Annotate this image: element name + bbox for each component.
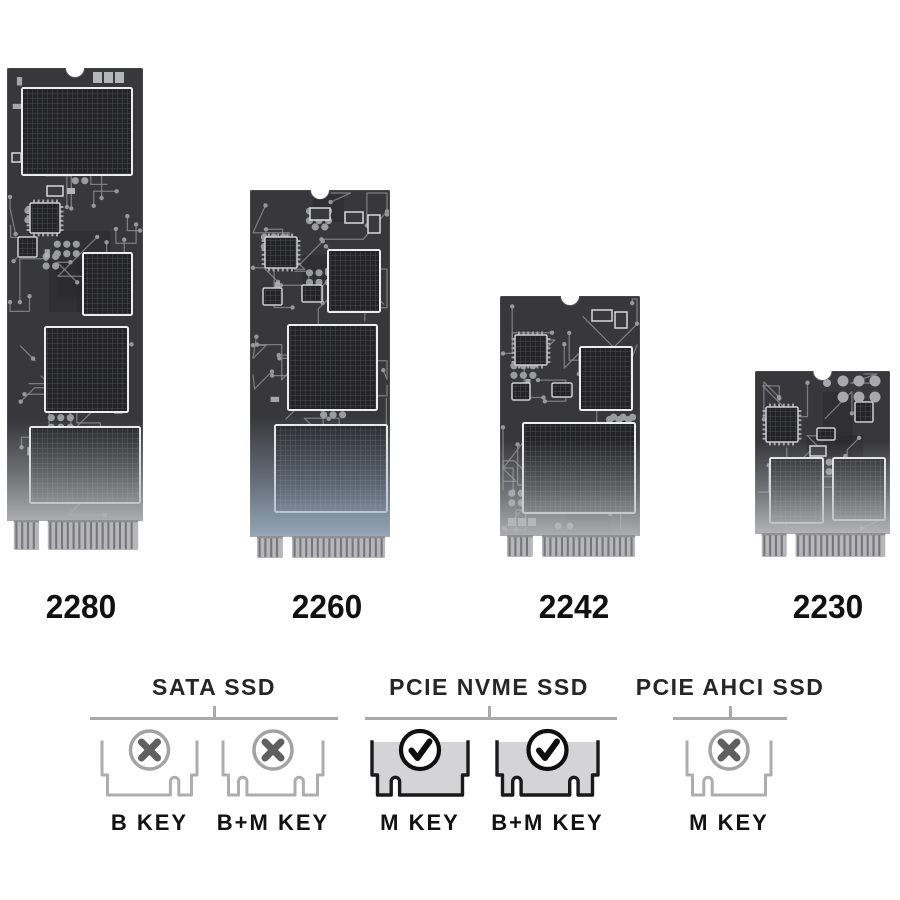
key-connector-shape [370,728,470,797]
key-name-label: B+M KEY [491,810,604,835]
pcb-illustration [755,371,890,557]
key-connector-shape [221,729,325,797]
card-length-label: 2242 [538,588,610,625]
group-title: SATA SSD [151,674,277,700]
key-name-label: M KEY [380,810,460,835]
group-bracket [90,717,338,720]
card-length-label: 2230 [792,588,864,625]
group-bracket [365,717,617,720]
group-bracket-tick [487,706,491,718]
group-bracket-tick [212,706,216,718]
key-connector-shape [100,729,199,797]
card-length-label: 2260 [291,588,363,625]
check-icon [526,728,569,772]
group-bracket [673,717,787,720]
pcb-illustration [250,190,390,558]
group-bracket-tick [728,706,732,718]
key-connector-shape [685,729,773,797]
cross-icon [252,729,294,771]
key-connector-shape [495,728,600,797]
group-title: PCIE NVME SSD [389,674,589,700]
pcb-illustration [500,296,640,557]
pcb-illustration [7,68,143,550]
group-title: PCIE AHCI SSD [635,674,825,700]
key-name-label: B+M KEY [216,810,330,835]
key-name-label: M KEY [689,810,769,835]
check-icon [398,728,442,772]
key-name-label: B KEY [110,810,189,835]
cross-icon [128,729,171,771]
card-length-label: 2280 [45,588,117,625]
cross-icon [708,729,750,771]
